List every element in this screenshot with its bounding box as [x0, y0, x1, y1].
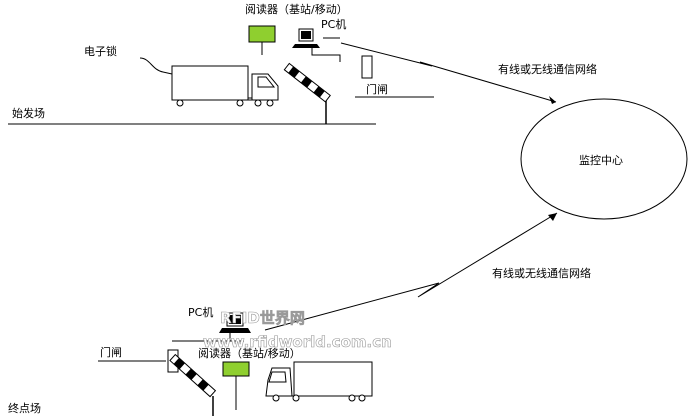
bottom-gate-label: 门闸	[100, 345, 122, 359]
bottom-site-label: 终点场	[8, 401, 41, 415]
monitoring-center-ellipse	[520, 98, 688, 220]
top-lock-pointer	[139, 57, 173, 75]
top-network-label: 有线或无线通信网络	[498, 62, 597, 76]
top-truck-icon	[171, 65, 279, 107]
bottom-pc-icon	[219, 312, 251, 333]
top-pc-cable	[311, 48, 341, 62]
top-pc-icon	[292, 28, 320, 48]
bottom-network-link	[264, 212, 558, 331]
bottom-reader-icon	[222, 361, 250, 377]
bottom-pc-label: PC机	[188, 305, 213, 319]
top-lock-label: 电子锁	[84, 44, 117, 58]
top-gate-icon	[283, 55, 373, 124]
top-reader-icon	[248, 25, 276, 43]
bottom-reader-label: 阅读器（基站/移动）	[198, 346, 301, 360]
top-reader-label: 阅读器（基站/移动）	[245, 2, 348, 16]
top-network-link	[340, 42, 557, 103]
top-network-arrowhead	[549, 96, 556, 104]
bottom-truck-icon	[265, 361, 373, 402]
watermark-line2: www.rfidworld.com.cn	[203, 333, 392, 351]
monitoring-center-label: 监控中心	[579, 153, 623, 167]
top-site-label: 始发场	[12, 106, 45, 120]
watermark-line1: RFID世界网	[220, 309, 305, 327]
top-gate-label: 门闸	[366, 82, 388, 96]
bottom-network-label: 有线或无线通信网络	[492, 266, 591, 280]
bottom-network-arrowhead	[548, 213, 557, 221]
bottom-gate-icon	[167, 349, 217, 416]
top-pc-label: PC机	[321, 17, 346, 31]
